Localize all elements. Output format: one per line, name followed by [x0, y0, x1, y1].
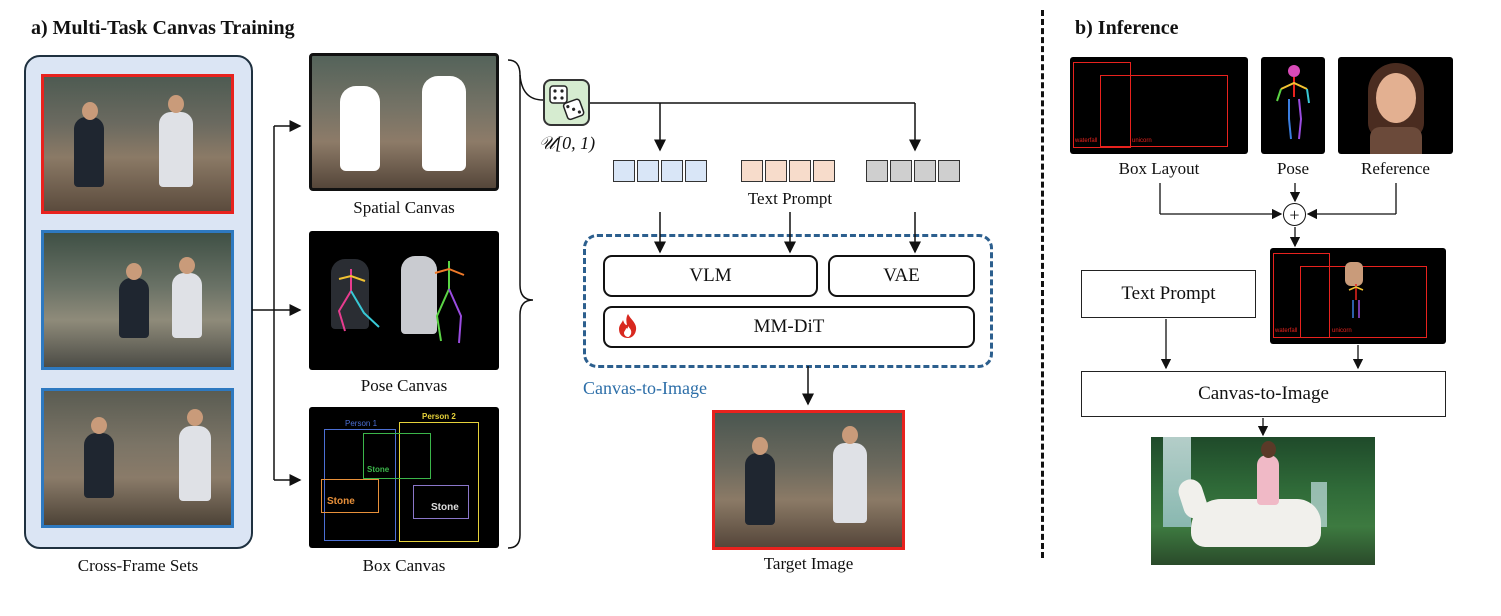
mini-pose-icon	[1348, 284, 1364, 318]
pose-stick-icon	[1276, 65, 1310, 140]
plus-symbol: +	[1289, 204, 1300, 225]
panel-a-title: a) Multi-Task Canvas Training	[31, 17, 295, 39]
text-prompt-box: Text Prompt	[1081, 270, 1256, 318]
composed-tag-unicorn: unicorn	[1332, 328, 1352, 334]
spatial-canvas-label: Spatial Canvas	[353, 198, 455, 217]
cross-frame-sets-label: Cross-Frame Sets	[77, 556, 199, 575]
target-image-label: Target Image	[763, 554, 854, 573]
vae-token	[914, 160, 936, 182]
spatial-canvas-image	[309, 53, 499, 191]
pose-canvas-label: Pose Canvas	[360, 376, 448, 395]
box-tag-waterfall: waterfall	[1075, 138, 1098, 144]
reference-label: Reference	[1361, 159, 1430, 178]
sampler-label: 𝒰[0, 1)	[538, 133, 596, 153]
reference-image	[1338, 57, 1453, 154]
flame-icon	[619, 314, 637, 338]
mm-dit-block: MM-DiT	[603, 306, 975, 348]
box-label-stone-orange: Stone	[327, 496, 355, 507]
box-tag-unicorn: unicorn	[1132, 138, 1152, 144]
inference-output-image	[1151, 437, 1375, 565]
pose-image	[1261, 57, 1325, 154]
vlm-block: VLM	[603, 255, 818, 297]
vae-block: VAE	[828, 255, 975, 297]
box-canvas-label: Box Canvas	[362, 556, 446, 575]
vlm-token	[613, 160, 635, 182]
box-canvas-image: Person 1 Person 2 Stone Stone Stone	[309, 407, 499, 548]
dice-icon	[543, 79, 590, 126]
panel-b-title: b) Inference	[1075, 17, 1179, 39]
cross-frame-photo-2	[41, 230, 234, 370]
vae-token	[866, 160, 888, 182]
canvas-to-image-box: Canvas-to-Image	[1081, 371, 1446, 417]
composed-canvas-image: waterfall unicorn	[1270, 248, 1446, 344]
cross-frame-photo-1	[41, 74, 234, 214]
pose-label: Pose	[1276, 159, 1310, 178]
vlm-token	[685, 160, 707, 182]
combine-plus-icon: +	[1283, 203, 1306, 226]
panel-divider	[1041, 10, 1044, 558]
text-token	[765, 160, 787, 182]
vae-token	[890, 160, 912, 182]
box-layout-label: Box Layout	[1118, 159, 1200, 178]
box-label-stone-green: Stone	[367, 465, 390, 474]
text-token	[741, 160, 763, 182]
vlm-token	[637, 160, 659, 182]
box-label-stone-purple: Stone	[431, 502, 459, 513]
text-prompt-label: Text Prompt	[747, 189, 833, 208]
canvas-to-image-model-frame	[583, 234, 993, 368]
composed-tag-waterfall: waterfall	[1275, 328, 1298, 334]
vlm-token	[661, 160, 683, 182]
box-layout-image: waterfall unicorn	[1070, 57, 1248, 154]
text-token	[813, 160, 835, 182]
target-image	[712, 410, 905, 550]
text-token	[789, 160, 811, 182]
cross-frame-photo-3	[41, 388, 234, 528]
pose-skeleton-icon	[337, 261, 465, 344]
vae-token	[938, 160, 960, 182]
box-label-person-2: Person 2	[422, 412, 456, 421]
box-label-person-1: Person 1	[345, 419, 378, 428]
canvas-to-image-label: Canvas-to-Image	[583, 378, 707, 398]
pose-canvas-image	[309, 231, 499, 370]
mm-dit-label: MM-DiT	[753, 316, 825, 337]
